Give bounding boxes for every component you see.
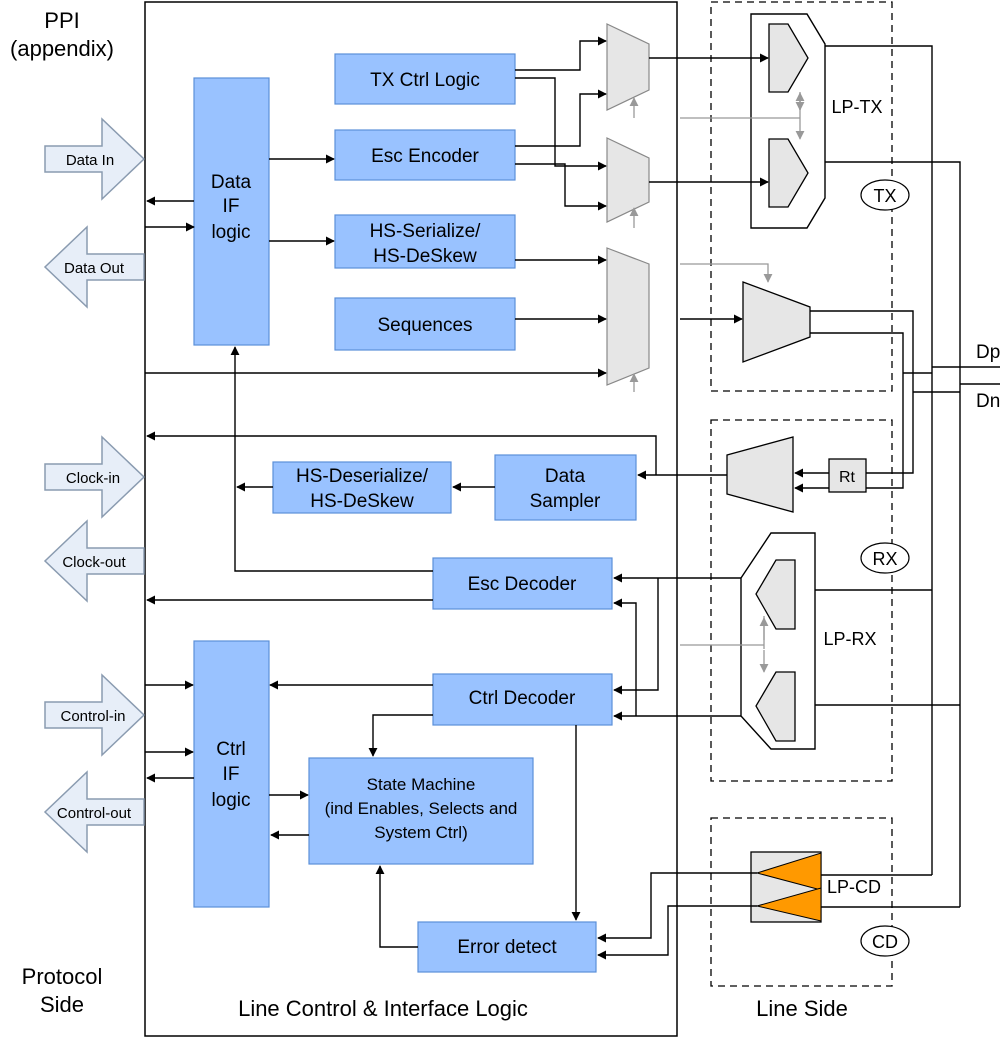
line-side-caption: Line Side [756,996,848,1021]
ctrl-if-line3: logic [211,790,250,811]
error-detect-label: Error detect [457,937,557,958]
ppi-title: PPI [44,8,79,33]
control-in-port: Control-in [44,673,146,757]
line-control-caption: Line Control & Interface Logic [238,996,528,1021]
signal-wires [145,36,961,960]
tx-ctrl-logic-block: TX Ctrl Logic [334,53,516,105]
hs-tx-mux [606,247,650,386]
ctrl-decoder-label: Ctrl Decoder [469,688,576,709]
protocol-side-label: Protocol [22,964,103,989]
lp-rx-receiver: LP-RX [740,532,877,750]
lp-cd-label: LP-CD [827,877,881,897]
hs-deserialize-line2: HS-DeSkew [310,491,414,512]
rx-badge-label: RX [872,549,897,569]
hs-tx-gray-ctrl [680,263,773,283]
clock-in-label: Clock-in [66,470,120,487]
data-if-line3: logic [211,222,250,243]
hs-deserialize-block: HS-Deserialize/ HS-DeSkew [272,461,452,514]
data-sampler-line2: Sampler [530,491,601,512]
tx-mux-1 [606,23,650,111]
ctrl-if-line1: Ctrl [216,739,246,760]
data-sampler-line1: Data [545,466,586,487]
cd-badge: CD [860,925,910,957]
esc-decoder-block: Esc Decoder [432,557,613,610]
clock-in-port: Clock-in [44,435,146,519]
ppi-subtitle: (appendix) [10,36,114,61]
state-machine-line3: System Ctrl) [374,823,468,842]
tx-badge-label: TX [873,186,896,206]
error-detect-block: Error detect [417,921,597,973]
esc-decoder-label: Esc Decoder [468,574,577,595]
data-out-label: Data Out [64,260,125,277]
hs-rx-receiver [726,436,794,513]
lp-rx-label: LP-RX [823,629,876,649]
rt-termination: Rt [828,458,867,493]
esc-encoder-block: Esc Encoder [334,129,516,181]
data-out-port: Data Out [43,225,145,309]
hs-deserialize-line1: HS-Deserialize/ [296,466,429,487]
tx-mux-2 [606,137,650,223]
control-out-port: Control-out [43,770,145,854]
lp-tx-driver: LP-TX [750,13,883,229]
ctrl-decoder-block: Ctrl Decoder [432,673,613,726]
control-out-label: Control-out [57,805,132,822]
protocol-side-label-2: Side [40,992,84,1017]
state-machine-line2: (ind Enables, Selects and [325,799,518,818]
sequences-label: Sequences [377,315,472,336]
data-if-line2: IF [223,196,240,217]
clock-out-port: Clock-out [43,519,145,603]
cd-line-region [710,817,893,987]
hs-tx-driver [742,281,811,363]
data-in-label: Data In [66,152,114,169]
sequences-block: Sequences [334,297,516,351]
ctrl-if-logic-block: Ctrl IF logic [193,640,270,908]
dp-label: Dp [976,342,1000,363]
tx-ctrl-logic-label: TX Ctrl Logic [370,70,480,91]
line-control-container [144,1,678,1037]
hs-serialize-line1: HS-Serialize/ [370,221,482,242]
hs-serialize-block: HS-Serialize/ HS-DeSkew [334,214,516,269]
data-in-port: Data In [44,117,146,201]
control-in-label: Control-in [60,708,125,725]
cd-badge-label: CD [872,932,898,952]
data-if-logic-block: Data IF logic [193,77,270,346]
state-machine-block: State Machine (ind Enables, Selects and … [308,757,534,865]
hs-serialize-line2: HS-DeSkew [373,246,477,267]
lp-cd-detector: LP-CD [750,851,881,923]
dn-label: Dn [976,391,1000,412]
clock-out-label: Clock-out [62,554,126,571]
rx-line-region [710,419,893,782]
data-sampler-block: Data Sampler [494,454,637,521]
esc-encoder-label: Esc Encoder [371,146,479,167]
rx-badge: RX [860,542,910,574]
state-machine-line1: State Machine [367,775,476,794]
rt-label: Rt [839,469,856,486]
ctrl-if-line2: IF [223,764,240,785]
data-if-line1: Data [211,172,252,193]
tx-badge: TX [860,179,910,211]
lp-tx-label: LP-TX [831,97,882,117]
